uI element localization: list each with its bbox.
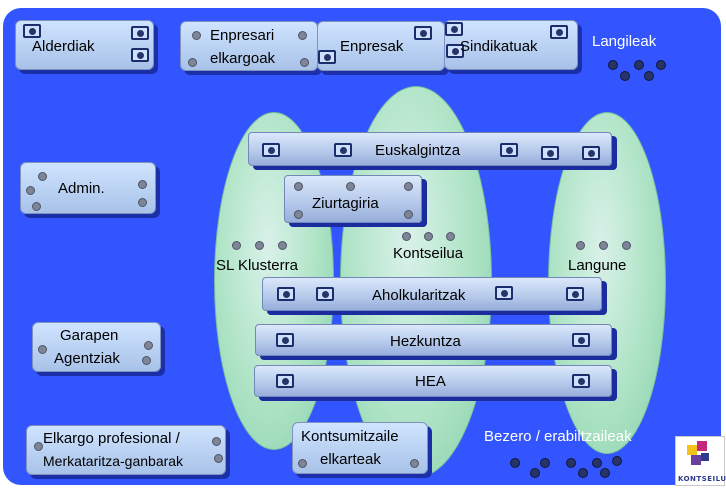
bezero-dot (530, 468, 540, 478)
langileak-dot (608, 60, 618, 70)
enpresak-chip (414, 26, 432, 40)
elkargo-profesional-box (26, 425, 226, 475)
hea-bar (254, 365, 612, 397)
admin-label: Admin. (58, 180, 105, 197)
enpresari-dot (298, 31, 307, 40)
kontseilua-dot (424, 232, 433, 241)
ziurtagiria-label: Ziurtagiria (312, 195, 379, 212)
sindikatuak-chip (550, 25, 568, 39)
hezkuntza-label: Hezkuntza (390, 333, 461, 350)
enpresari-dot (188, 58, 197, 67)
kontsumitzaile-label-line1: Kontsumitzaile (301, 428, 399, 445)
hezkuntza-chip (276, 333, 294, 347)
aholkularitzak-chip (566, 287, 584, 301)
bezero-erabiltzaileak-label: Bezero / erabiltzaileak (484, 428, 632, 445)
admin-dot (138, 180, 147, 189)
aholkularitzak-chip (277, 287, 295, 301)
euskalgintza-chip (500, 143, 518, 157)
bezero-dot (600, 468, 610, 478)
admin-dot (38, 172, 47, 181)
euskalgintza-label: Euskalgintza (375, 142, 461, 159)
sindikatuak-chip (446, 44, 464, 58)
sl-klusterra-dot (255, 241, 264, 250)
aholkularitzak-chip (316, 287, 334, 301)
elkargo-dot (34, 442, 43, 451)
hea-chip (276, 374, 294, 388)
euskalgintza-chip (334, 143, 352, 157)
kontsumitzaile-dot (298, 459, 307, 468)
enpresari-label-line2: elkargoak (210, 50, 276, 67)
euskalgintza-chip (262, 143, 280, 157)
enpresari-dot (192, 31, 201, 40)
hezkuntza-bar (255, 324, 612, 356)
elkargo-dot (212, 437, 221, 446)
alderdiak-chip (131, 48, 149, 62)
aholkularitzak-label: Aholkularitzak (372, 287, 466, 304)
bezero-dot (566, 458, 576, 468)
langune-label: Langune (568, 257, 627, 274)
alderdiak-label: Alderdiak (32, 38, 95, 55)
kontseilua-dot (446, 232, 455, 241)
aholkularitzak-chip (495, 286, 513, 300)
sl-klusterra-dot (278, 241, 287, 250)
garapen-dot (142, 356, 151, 365)
admin-dot (32, 202, 41, 211)
garapen-dot (144, 341, 153, 350)
elkargo-label-line2: Merkataritza-ganbarak (43, 453, 184, 469)
langileak-dot (634, 60, 644, 70)
bezero-dot (510, 458, 520, 468)
langune-dot (622, 241, 631, 250)
langune-dot (599, 241, 608, 250)
ziurtagiria-dot (404, 210, 413, 219)
kontseilua-dot (402, 232, 411, 241)
sindikatuak-chip (445, 22, 463, 36)
admin-dot (138, 198, 147, 207)
kontsumitzaile-label-line2: elkarteak (320, 451, 381, 468)
bezero-dot (578, 468, 588, 478)
hezkuntza-chip (572, 333, 590, 347)
langileak-label: Langileak (592, 33, 657, 50)
enpresak-label: Enpresak (340, 38, 404, 55)
kontsumitzaile-dot (410, 459, 419, 468)
ziurtagiria-dot (346, 182, 355, 191)
ziurtagiria-dot (404, 182, 413, 191)
bezero-dot (592, 458, 602, 468)
alderdiak-chip (23, 24, 41, 38)
sindikatuak-label: Sindikatuak (460, 38, 538, 55)
garapen-dot (38, 345, 47, 354)
kontsumitzaile-elkarteak-box (292, 422, 428, 474)
langileak-dot (656, 60, 666, 70)
euskalgintza-chip (541, 146, 559, 160)
ziurtagiria-dot (294, 182, 303, 191)
hea-label: HEA (415, 373, 446, 390)
ziurtagiria-dot (294, 210, 303, 219)
bezero-dot (612, 456, 622, 466)
kontseilua-label: Kontseilua (393, 245, 464, 262)
euskalgintza-chip (582, 146, 600, 160)
langileak-dot (644, 71, 654, 81)
garapen-agentziak-box (32, 322, 161, 372)
elkargo-dot (214, 454, 223, 463)
kontseilua-logo-mark (687, 441, 709, 465)
enpresari-elkargoak-box (180, 21, 318, 71)
admin-box (20, 162, 156, 214)
enpresak-chip (318, 50, 336, 64)
kontseilua-logo: KONTSEILUA (675, 436, 726, 486)
kontseilua-logo-text: KONTSEILUA (678, 475, 726, 483)
langileak-dot (620, 71, 630, 81)
garapen-label-line2: Agentziak (54, 350, 120, 367)
alderdiak-chip (131, 26, 149, 40)
sl-klusterra-dot (232, 241, 241, 250)
admin-dot (26, 186, 35, 195)
garapen-label-line1: Garapen (60, 327, 119, 344)
hea-chip (572, 374, 590, 388)
sl-klusterra-label: SL Klusterra (216, 257, 298, 274)
bezero-dot (540, 458, 550, 468)
enpresari-dot (300, 58, 309, 67)
langune-dot (576, 241, 585, 250)
enpresari-label-line1: Enpresari (210, 27, 275, 44)
elkargo-label-line1: Elkargo profesional / (43, 430, 180, 447)
